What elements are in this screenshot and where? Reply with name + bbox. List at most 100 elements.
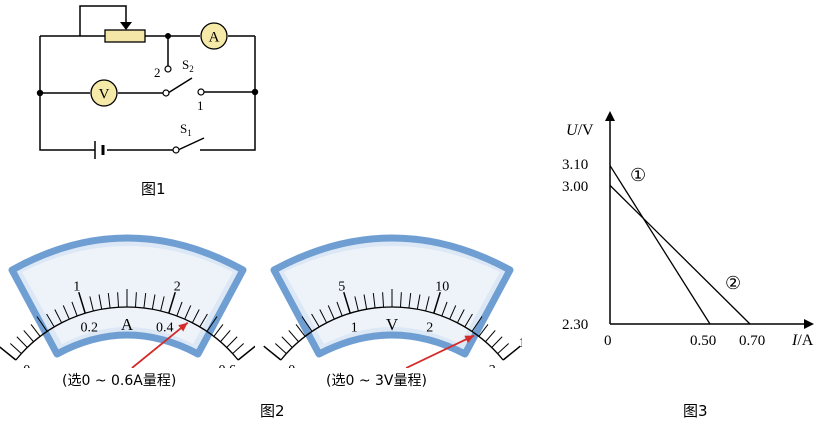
x-tick-0-50: 0.50 xyxy=(690,333,716,349)
scale-tick xyxy=(54,309,63,324)
scale-tick xyxy=(30,324,41,337)
scale-tick xyxy=(274,343,287,354)
scale-tick xyxy=(220,330,231,343)
ammeter-scale: 012300.20.40.6 xyxy=(0,280,255,368)
scale-tick xyxy=(237,345,255,361)
scale-tick xyxy=(343,291,351,314)
x-tick-0: 0 xyxy=(604,333,612,349)
scale-tick xyxy=(416,294,421,310)
y-tick-3-10: 3.10 xyxy=(562,157,588,173)
figure-2-caption: 图2 xyxy=(260,402,285,420)
x-axis-title: I/A xyxy=(791,332,814,349)
outer-scale-label: 2 xyxy=(174,280,181,295)
scale-tick xyxy=(143,293,147,309)
ammeter-letter: A xyxy=(209,30,220,46)
scale-tick xyxy=(497,343,510,354)
scale-tick xyxy=(399,292,402,308)
scale-tick xyxy=(98,294,103,310)
scale-tick xyxy=(23,330,34,343)
scale-tick xyxy=(226,336,238,348)
scale-tick xyxy=(176,301,183,317)
voltmeter-dial: 0510150123 V xyxy=(263,234,522,368)
scale-tick xyxy=(206,316,218,332)
x-axis-arrow-icon xyxy=(804,319,814,329)
y-axis-title: U/V xyxy=(566,122,594,139)
scale-tick xyxy=(184,305,192,320)
scale-tick xyxy=(441,301,448,317)
inner-scale-label: 0.2 xyxy=(81,321,99,336)
y-tick-3-00: 3.00 xyxy=(562,179,588,195)
scale-tick xyxy=(16,336,28,348)
series-line-2 xyxy=(609,184,751,325)
series-line-1 xyxy=(609,165,711,325)
inner-scale-label: 0 xyxy=(288,363,295,368)
scale-tick xyxy=(0,346,17,361)
scale-tick xyxy=(160,296,165,312)
scale-tick xyxy=(288,330,299,343)
y-tick-2-30: 2.30 xyxy=(562,317,588,333)
scale-tick xyxy=(232,343,245,354)
rheostat xyxy=(104,29,146,43)
voltmeter-symbol: V xyxy=(90,79,118,107)
scale-tick xyxy=(464,313,473,328)
scale-tick xyxy=(62,305,70,320)
switch-s1-label: S1 xyxy=(180,121,192,138)
scale-tick xyxy=(36,316,48,332)
outer-scale-label: 10 xyxy=(435,280,449,295)
voltmeter-range-note: (选0 ~ 3V量程) xyxy=(326,373,427,389)
inner-scale-label: 2 xyxy=(426,321,433,336)
scale-tick xyxy=(456,309,465,324)
scale-tick xyxy=(372,293,376,309)
figure-3-caption: 图3 xyxy=(683,402,708,420)
outer-scale-label: 15 xyxy=(519,336,522,351)
scale-tick xyxy=(471,316,483,332)
u-i-graph: U/V I/A 3.10 3.00 2.30 0 0.50 0.70 ① ② xyxy=(562,111,814,349)
scale-tick xyxy=(71,301,78,317)
outer-scale-label: 1 xyxy=(73,280,80,295)
ammeter-dial: 012300.20.40.6 A xyxy=(0,234,255,368)
inner-scale-label: 1 xyxy=(351,321,358,336)
figure-1-caption: 图1 xyxy=(141,180,166,198)
scale-arc xyxy=(15,306,239,361)
inner-scale-label: 0.6 xyxy=(219,363,237,368)
scale-tick xyxy=(408,293,412,309)
voltmeter-scale: 0510150123 xyxy=(263,280,522,368)
inner-scale-label: 0.4 xyxy=(156,321,174,336)
scale-tick xyxy=(363,294,368,310)
scale-tick xyxy=(213,324,224,337)
scale-tick xyxy=(191,309,200,324)
scale-tick xyxy=(478,324,489,337)
voltmeter-letter: V xyxy=(99,87,110,103)
series-2-label: ② xyxy=(725,273,741,293)
voltmeter-needle-tip xyxy=(464,335,475,343)
scale-tick xyxy=(117,292,120,308)
scale-tick xyxy=(502,345,521,361)
scale-arc xyxy=(280,306,504,361)
scale-tick xyxy=(295,324,306,337)
scale-tick xyxy=(491,336,503,348)
scale-tick xyxy=(168,291,176,314)
x-tick-0-70: 0.70 xyxy=(739,333,765,349)
scale-tick xyxy=(433,291,441,314)
ammeter-symbol: A xyxy=(200,22,228,50)
scale-tick xyxy=(107,293,111,309)
ammeter-unit: A xyxy=(121,315,134,334)
series-1-label: ① xyxy=(630,165,646,185)
inner-scale-label: 3 xyxy=(489,363,496,368)
switch-s2-label: S2 xyxy=(182,57,194,74)
scale-tick xyxy=(425,296,430,312)
terminal-2-label: 2 xyxy=(154,65,161,80)
voltmeter-needle xyxy=(405,334,475,368)
scale-tick xyxy=(319,309,328,324)
scale-tick xyxy=(134,292,137,308)
ammeter-range-note: (选0 ~ 0.6A量程) xyxy=(62,373,177,389)
inner-scale-label: 0 xyxy=(23,363,30,368)
slider-arrow-icon xyxy=(120,22,132,30)
scale-tick xyxy=(449,305,457,320)
scale-tick xyxy=(485,330,496,343)
scale-tick xyxy=(327,305,335,320)
scale-tick xyxy=(354,296,359,312)
scale-tick xyxy=(151,294,156,310)
scale-tick xyxy=(301,316,313,332)
terminal-1-label: 1 xyxy=(197,98,204,113)
